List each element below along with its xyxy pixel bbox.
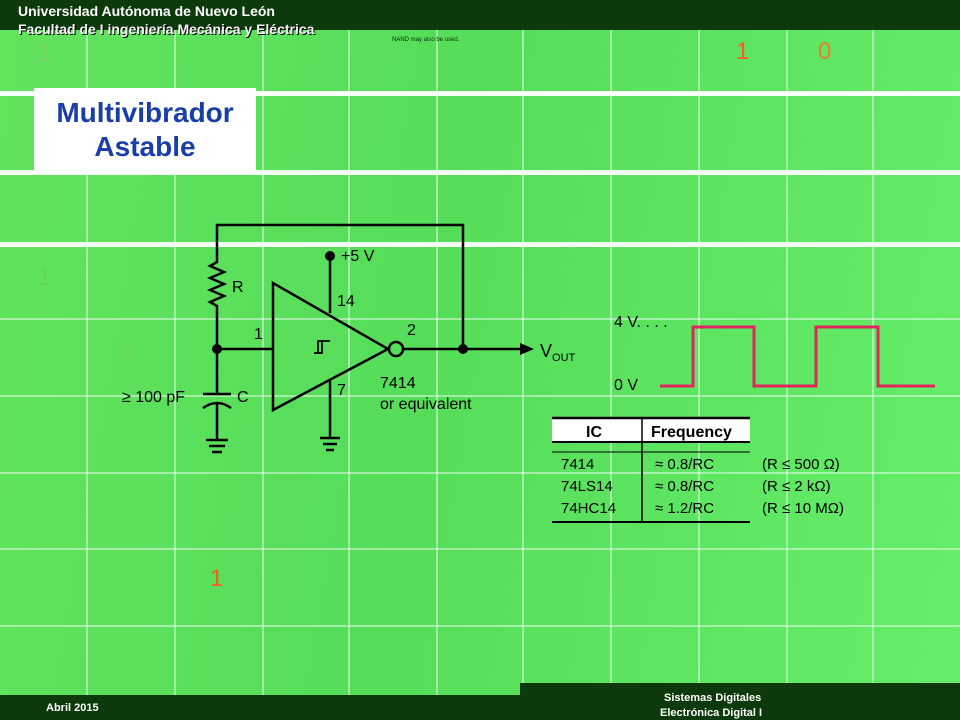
title-line-1: Multivibrador <box>56 97 234 128</box>
grid-line <box>174 30 176 695</box>
footer-band <box>0 695 960 720</box>
table-header-ic: IC <box>586 424 602 441</box>
grid-line <box>786 30 788 695</box>
grid-line <box>262 30 264 695</box>
supply-label: +5 V <box>341 248 375 265</box>
output-node <box>458 344 468 354</box>
header-band <box>0 0 960 30</box>
grid-line <box>348 30 350 695</box>
resistor-label: R <box>232 279 244 296</box>
table-cell-ic: 7414 <box>561 456 594 473</box>
supply-node <box>325 251 335 261</box>
circuit-labels: +5 V R 14 1 2 7 7414 or equivalent C ≥ 1… <box>122 248 576 413</box>
pin7-label: 7 <box>337 382 346 399</box>
table-cell-freq: ≈ 0.8/RC <box>655 456 714 473</box>
frequency-table: IC Frequency 7414 ≈ 0.8/RC (R ≤ 500 Ω) 7… <box>552 416 844 523</box>
grid-line-bold <box>0 170 960 175</box>
grid-line-bold <box>0 242 960 247</box>
bg-digit: 0 <box>122 340 136 367</box>
bg-digit: 1 <box>38 264 52 291</box>
grid-line <box>0 625 960 627</box>
table-cell-ic: 74LS14 <box>561 478 613 495</box>
vout-label: VOUT <box>540 341 576 364</box>
grid-line-bold <box>0 91 960 96</box>
table-header-frequency: Frequency <box>651 424 732 441</box>
pin14-label: 14 <box>337 293 355 310</box>
junction-node <box>212 344 222 354</box>
capacitor-label: C <box>237 389 249 406</box>
bg-digit: 1 <box>210 565 224 592</box>
pin1-label: 1 <box>254 326 263 343</box>
grid-line <box>0 548 960 550</box>
faculty-name: Facultad de I ingeniería Mecánica y Eléc… <box>18 21 315 37</box>
bg-digit: 1 <box>38 40 52 67</box>
square-waveform <box>660 325 935 388</box>
title-line-2: Astable <box>94 131 196 162</box>
ic-note-label: or equivalent <box>380 396 472 413</box>
grid-line <box>698 30 700 695</box>
grid-line <box>0 318 960 320</box>
university-name: Universidad Autónoma de Nuevo León <box>18 3 275 19</box>
low-level-label: 0 V <box>614 377 638 394</box>
footer-wedge <box>520 683 960 697</box>
table-cell-cond: (R ≤ 10 MΩ) <box>762 500 844 517</box>
footer-date: Abril 2015 <box>46 702 99 714</box>
bg-digit: 0 <box>818 38 832 65</box>
ic-name-label: 7414 <box>380 375 416 392</box>
grid-line <box>436 30 438 695</box>
output-arrow <box>520 343 534 355</box>
grid-line <box>0 472 960 474</box>
grid-line <box>522 30 524 695</box>
bg-digit: 1 <box>736 38 750 65</box>
high-level-label: 4 V. . . . <box>614 314 668 331</box>
table-cell-freq: ≈ 0.8/RC <box>655 478 714 495</box>
table-cell-ic: 74HC14 <box>561 500 616 517</box>
grid-line <box>0 395 960 397</box>
title-box: Multivibrador Astable <box>34 88 256 170</box>
table-cell-cond: (R ≤ 2 kΩ) <box>762 478 831 495</box>
grid-line <box>86 30 88 695</box>
pin2-label: 2 <box>407 322 416 339</box>
footer-course-2: Electrónica Digital I <box>660 707 763 719</box>
grid-line <box>872 30 874 695</box>
faint-caption: NAND may also be used. <box>392 37 460 43</box>
table-cell-freq: ≈ 1.2/RC <box>655 500 714 517</box>
cap-value-label: ≥ 100 pF <box>122 389 185 406</box>
table-cell-cond: (R ≤ 500 Ω) <box>762 456 840 473</box>
table-header-bg <box>552 418 750 442</box>
footer-course-1: Sistemas Digitales <box>664 692 762 704</box>
grid-line <box>610 30 612 695</box>
